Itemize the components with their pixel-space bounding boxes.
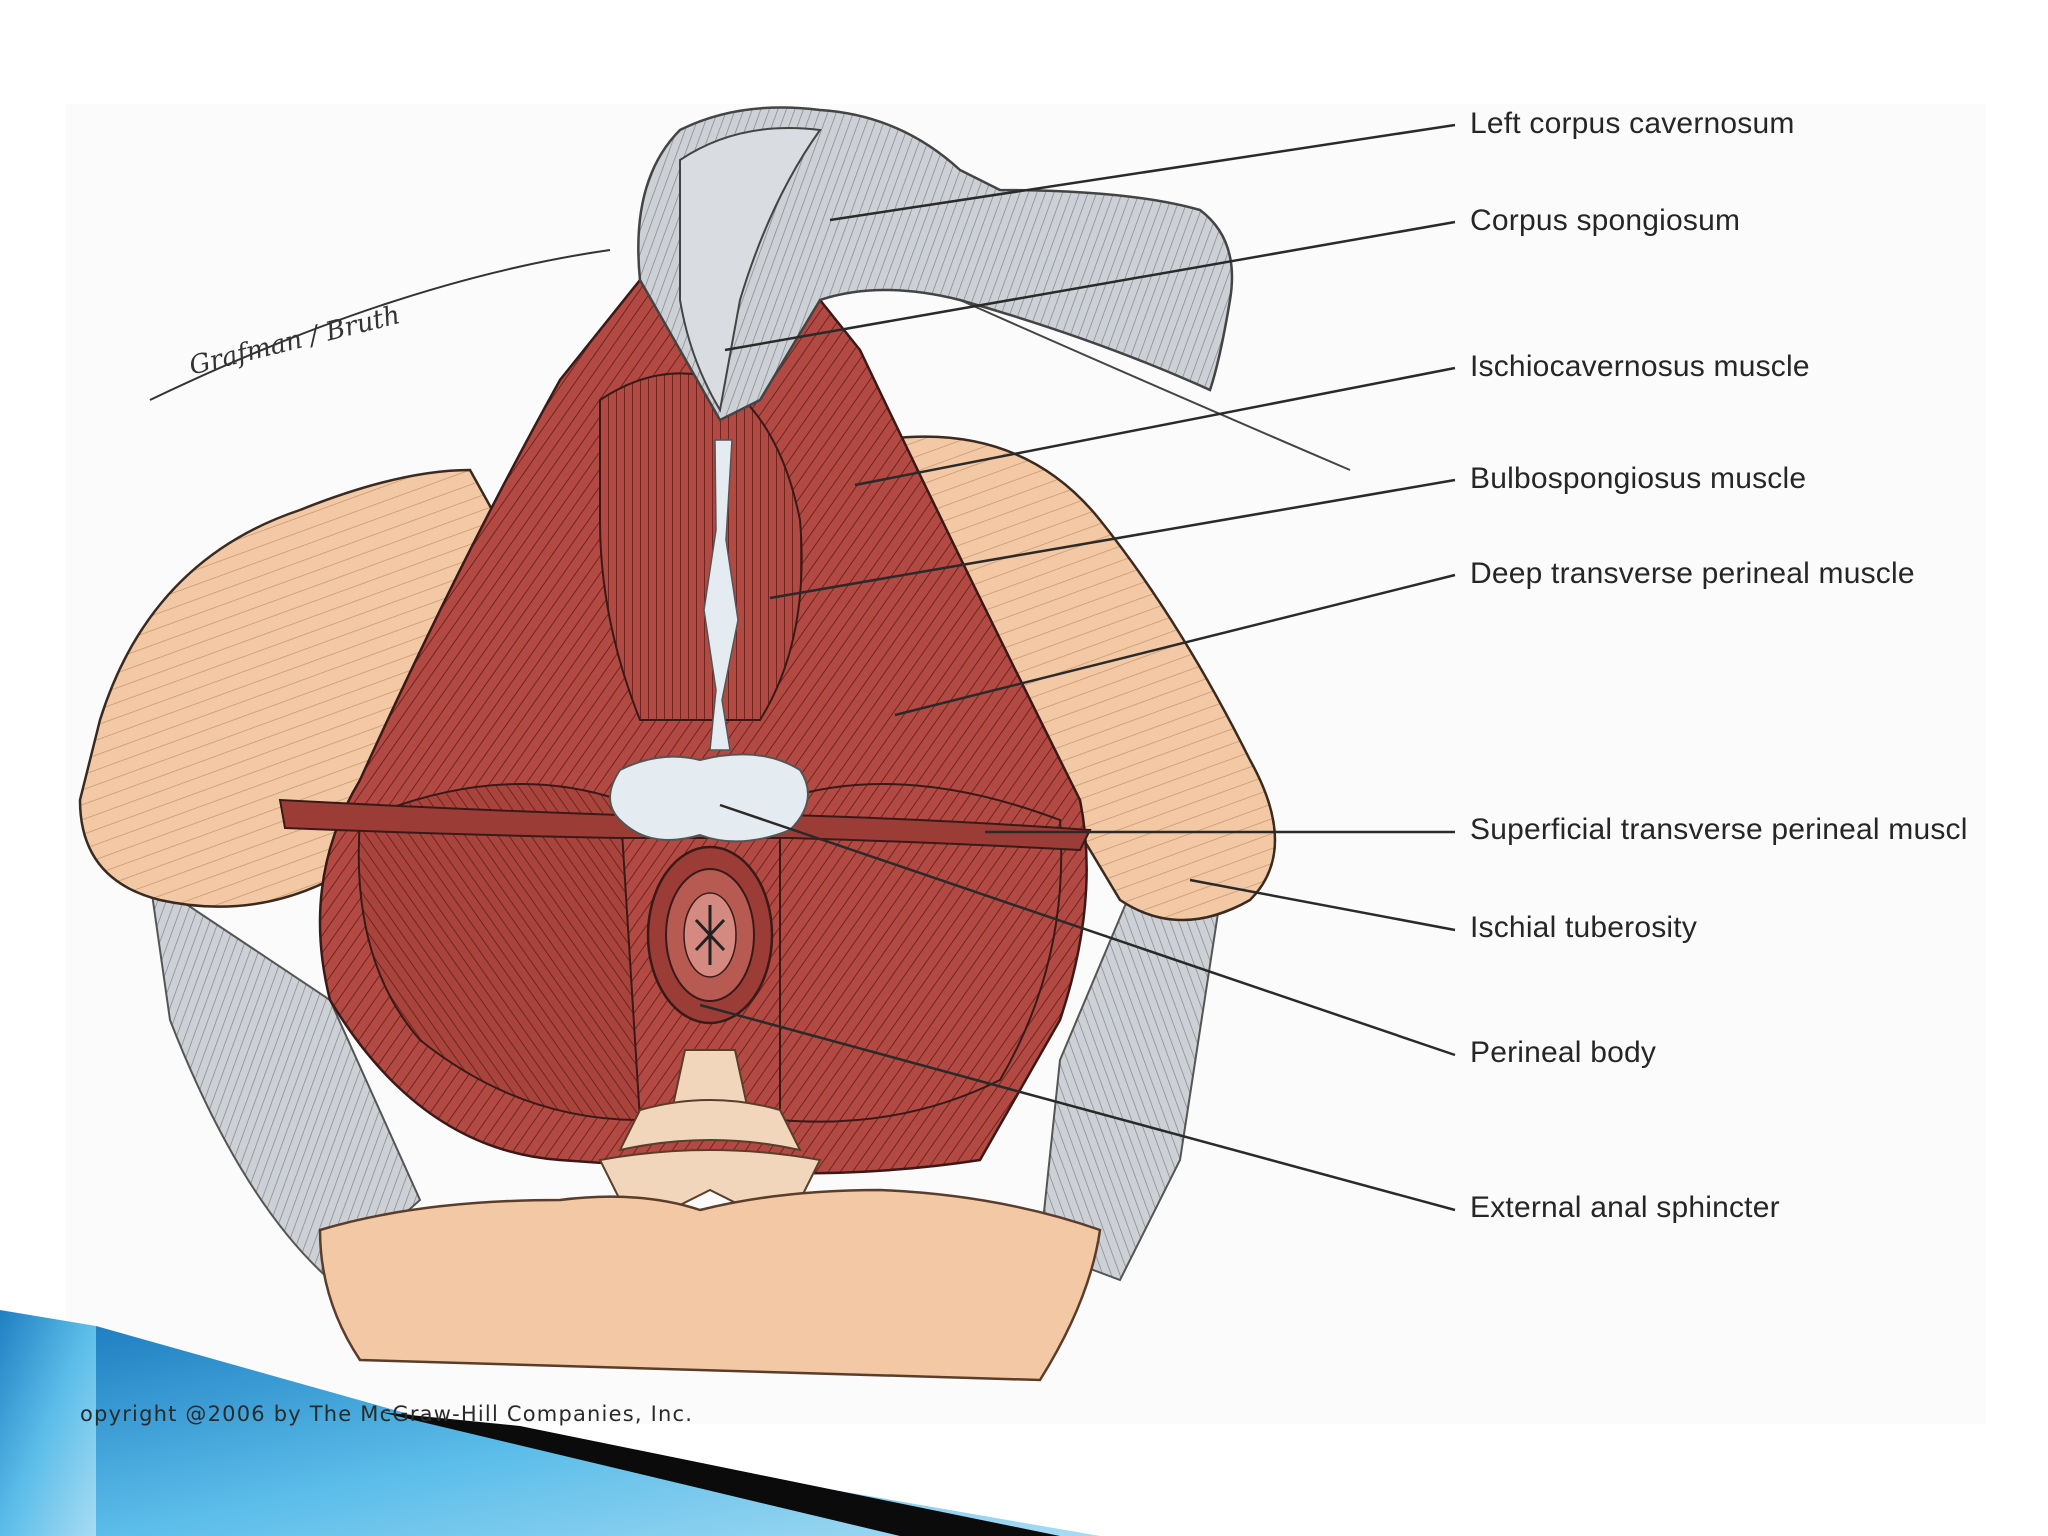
label-deep-transverse-perineal-muscle: Deep transverse perineal muscle xyxy=(1470,557,1915,590)
corpora xyxy=(149,106,1351,471)
label-superficial-transverse-perineal-muscle: Superficial transverse perineal muscl xyxy=(1470,813,1966,846)
leader-line-perineal-body xyxy=(719,803,1456,1057)
label-external-anal-sphincter: External anal sphincter xyxy=(1470,1191,1780,1224)
leader-line-ischial-tuberosity xyxy=(1189,878,1456,932)
anal-sphincter xyxy=(646,845,774,1025)
label-perineal-body: Perineal body xyxy=(1470,1036,1657,1069)
leader-line-left-corpus-cavernosum xyxy=(829,123,1456,222)
label-region: Left corpus cavernosum Corpus spongiosum… xyxy=(1470,107,1966,1224)
leader-line-deep-transverse xyxy=(894,573,1456,717)
copyright-notice: opyright @2006 by The McGraw-Hill Compan… xyxy=(80,1402,694,1426)
leader-line-bulbospongiosus xyxy=(769,478,1456,600)
leader-line-external-anal-sphincter xyxy=(699,1003,1456,1212)
label-corpus-spongiosum: Corpus spongiosum xyxy=(1470,204,1741,237)
leader-line-corpus-spongiosum xyxy=(724,220,1456,352)
label-ischiocavernosus-muscle: Ischiocavernosus muscle xyxy=(1470,350,1810,383)
label-ischial-tuberosity: Ischial tuberosity xyxy=(1470,911,1698,944)
leader-lines xyxy=(699,123,1456,1212)
muscle-layers xyxy=(278,246,1092,1175)
label-bulbospongiosus-muscle: Bulbospongiosus muscle xyxy=(1470,462,1807,495)
leader-line-ischiocavernosus xyxy=(854,366,1456,487)
label-left-corpus-cavernosum: Left corpus cavernosum xyxy=(1470,107,1795,140)
skin-thighs xyxy=(78,435,1277,922)
slide-corner-accent xyxy=(0,1310,1100,1536)
skin-base xyxy=(318,1188,1102,1382)
